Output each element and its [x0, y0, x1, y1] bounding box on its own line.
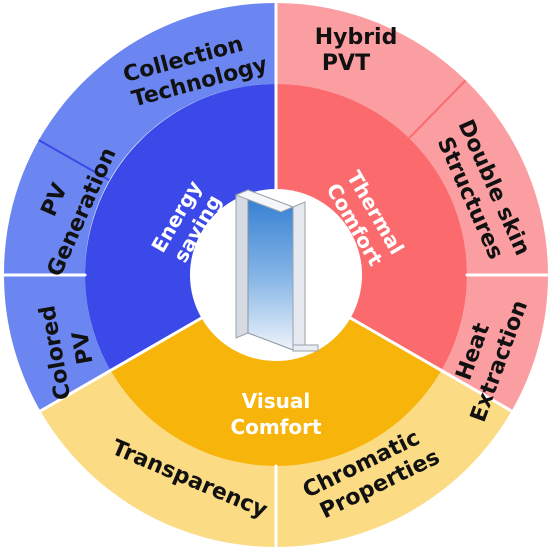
outer-divider-thin-right	[408, 79, 467, 139]
segment-chromatic-properties	[276, 370, 512, 547]
label-visual-comfort: Visual Comfort	[230, 389, 322, 439]
colored-pv-line2: PV	[68, 329, 98, 366]
visual-comfort-line2: Comfort	[230, 415, 322, 439]
label-hybrid-pvt: Hybrid PVT	[315, 25, 398, 76]
segment-hybrid-pvt	[276, 3, 466, 139]
sector-visual-comfort	[110, 318, 442, 466]
sector-energy-saving	[85, 84, 276, 371]
sector-thermal-comfort	[276, 84, 467, 371]
segment-collection-technology	[38, 2, 276, 181]
segment-double-skin-structures	[409, 80, 548, 275]
glass-facade-panel-icon	[234, 189, 319, 352]
segment-transparency	[40, 370, 277, 547]
outer-divider-thin	[38, 139, 110, 182]
hybrid-pvt-line1: Hybrid	[315, 25, 398, 50]
segment-heat-extraction	[441, 275, 548, 411]
segment-colored-pv	[3, 275, 111, 411]
visual-comfort-line1: Visual	[242, 389, 310, 413]
segment-pv-generation	[3, 140, 110, 275]
hybrid-pvt-line2: PVT	[322, 51, 370, 76]
